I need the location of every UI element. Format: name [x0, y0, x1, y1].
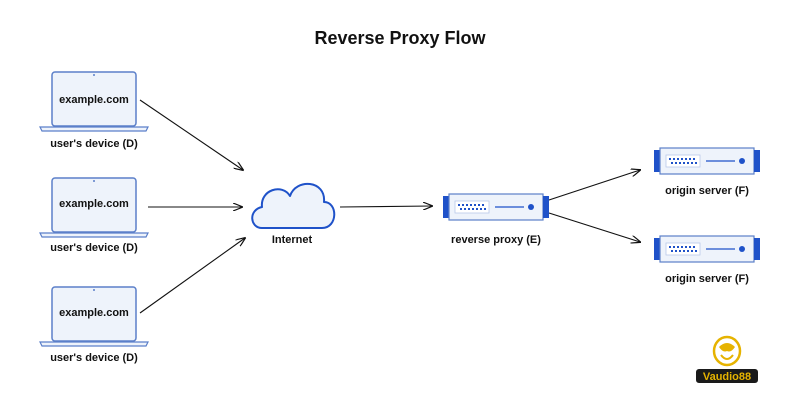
device-screen-text: example.com — [59, 198, 129, 210]
laptop-icon — [39, 286, 149, 347]
arrow-internet-to-proxy — [339, 206, 432, 207]
origin-server-label: origin server (F) — [665, 273, 749, 285]
arrow-proxy-to-origin1 — [548, 170, 640, 201]
origin-server-label: origin server (F) — [665, 185, 749, 197]
reverse-proxy-label: reverse proxy (E) — [451, 234, 541, 246]
server-icon — [443, 193, 549, 221]
internet-label: Internet — [271, 234, 313, 246]
svg-text:Vaudio88: Vaudio88 — [703, 371, 751, 383]
device-label: user's device (D) — [50, 352, 138, 364]
laptop-icon — [39, 71, 149, 132]
server-icon — [654, 147, 760, 175]
arrow-device3-to-internet — [139, 238, 245, 314]
laptop-icon — [39, 177, 149, 238]
server-icon — [654, 235, 760, 263]
device-label: user's device (D) — [50, 242, 138, 254]
device-screen-text: example.com — [59, 307, 129, 319]
device-label: user's device (D) — [50, 138, 138, 150]
device-screen-text: example.com — [59, 94, 129, 106]
diagram-title: Reverse Proxy Flow — [314, 28, 486, 48]
arrow-proxy-to-origin2 — [548, 212, 640, 242]
cloud-icon — [251, 182, 336, 229]
watermark-logo: Vaudio88 — [696, 335, 758, 383]
arrow-device1-to-internet — [139, 99, 243, 170]
